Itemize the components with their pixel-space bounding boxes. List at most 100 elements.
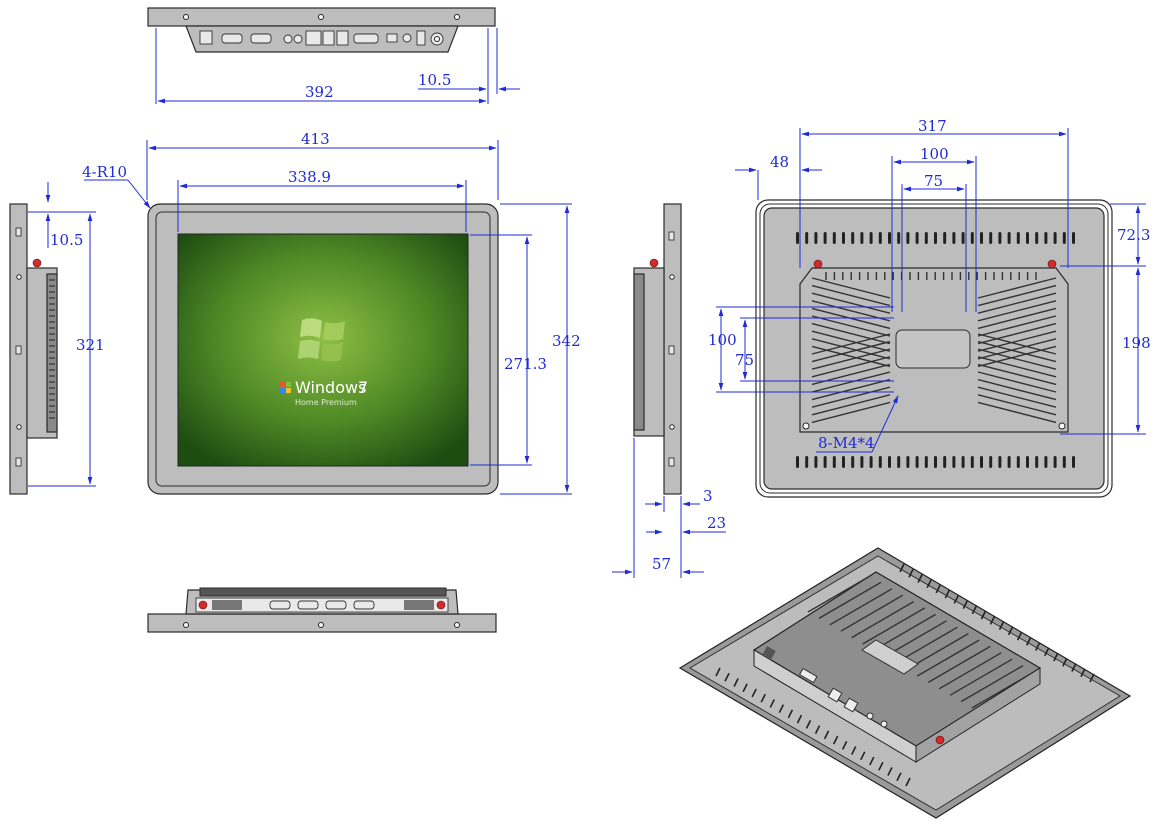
iso-vent-slot — [1007, 626, 1014, 636]
iso-vent-slot — [1089, 673, 1095, 683]
iso-vent-slot — [787, 709, 794, 719]
vent-slot — [842, 456, 845, 468]
vent-slot — [823, 232, 827, 244]
vent-slot — [1026, 232, 1029, 244]
dim-front-screen-height: 271.3 — [504, 355, 547, 373]
heatsink-fin — [811, 292, 891, 314]
iso-vent-slot — [841, 740, 848, 750]
vent-slot — [970, 456, 974, 468]
heatsink-fin — [977, 322, 1057, 345]
iso-vent-slot — [1053, 652, 1059, 662]
dim-top-offset: 10.5 — [418, 71, 451, 89]
iso-fin — [862, 607, 926, 645]
iso-vent-slot — [1071, 663, 1077, 672]
isometric-view — [678, 547, 1132, 819]
dim-back-width: 317 — [918, 117, 947, 135]
vent-slot — [961, 456, 965, 468]
vent-slot — [851, 232, 855, 244]
vent-slot — [878, 232, 882, 244]
vent-slot — [842, 232, 845, 244]
iso-vent-slot — [1044, 647, 1050, 657]
vent-slot — [970, 232, 974, 244]
vent-slot — [1016, 456, 1020, 468]
iso-vent-slot — [760, 693, 766, 703]
bottom-view — [147, 587, 497, 633]
vent-slot — [860, 232, 864, 244]
iso-fin — [927, 645, 991, 684]
iso-vent-slot — [1016, 631, 1023, 641]
dim-front-outer-height: 342 — [552, 332, 581, 350]
right-side-view: 3 23 57 — [612, 203, 726, 578]
vent-slot — [934, 456, 937, 468]
iso-fin — [818, 581, 882, 620]
heatsink-fin — [977, 292, 1057, 314]
vent-slot — [943, 232, 947, 244]
vent-slot — [989, 232, 993, 244]
vent-slot — [878, 456, 882, 468]
iso-vent-slot — [1080, 668, 1086, 678]
heatsink-fin — [977, 307, 1057, 330]
heatsink-fin — [811, 315, 891, 337]
front-view: Windows 7 Home Premium 413 338.9 4-R10 2… — [82, 130, 581, 495]
heatsink-fin — [977, 277, 1057, 299]
iso-vent-slot — [944, 589, 950, 599]
dim-back-bracket-height: 198 — [1122, 334, 1151, 352]
vent-slot — [924, 232, 928, 244]
heatsink-fin — [811, 378, 891, 401]
iso-fin — [829, 588, 893, 626]
heatsink-fin — [811, 371, 891, 393]
heatsink-fin — [977, 315, 1057, 337]
dim-front-screen-width: 338.9 — [288, 168, 331, 186]
iso-vent-slot — [742, 683, 748, 693]
dim-right-depth-front: 3 — [703, 487, 713, 505]
vent-slot — [888, 232, 891, 244]
iso-fin — [938, 652, 1002, 690]
vent-slot — [851, 456, 855, 468]
iso-vent-slot — [908, 568, 914, 578]
vent-slot — [1016, 232, 1020, 244]
dim-right-depth-total: 57 — [652, 555, 671, 573]
vent-slot — [998, 232, 1002, 244]
iso-vent-slot — [980, 610, 987, 620]
iso-vent-slot — [962, 600, 969, 610]
heatsink-fin — [977, 284, 1057, 307]
iso-vent-slot — [724, 672, 730, 682]
vent-slot — [915, 456, 919, 468]
windows-logo-icon — [298, 318, 345, 362]
dim-back-top-offset: 72.3 — [1117, 226, 1150, 244]
heatsink-fin — [977, 348, 1057, 370]
iso-fin — [949, 658, 1013, 696]
heatsink-fin — [977, 340, 1057, 363]
vent-slot — [860, 456, 864, 468]
vent-slot — [823, 456, 827, 468]
iso-vent-slot — [769, 699, 776, 708]
vent-slot — [869, 232, 873, 244]
screen-edition: Home Premium — [295, 398, 357, 407]
iso-vent-slot — [971, 605, 978, 615]
heatsink-fin — [977, 356, 1057, 378]
vent-slot — [1062, 232, 1066, 244]
heatsink-fin — [977, 371, 1057, 393]
vent-slot — [1072, 232, 1075, 244]
heatsink-fin — [977, 338, 1057, 360]
isometric-heatsink-fins — [807, 575, 1035, 709]
iso-vent-slot — [823, 730, 830, 740]
iso-fin — [916, 639, 980, 677]
vent-slot — [906, 232, 910, 244]
vent-slot — [980, 456, 983, 468]
iso-vent-slot — [751, 688, 757, 698]
back-vent-row-top — [796, 232, 1075, 244]
heatsink-fin — [977, 394, 1057, 416]
iso-vent-slot — [814, 725, 821, 734]
heatsink-fin — [811, 330, 891, 352]
vent-slot — [915, 232, 919, 244]
iso-vent-slot — [715, 667, 721, 677]
heatsink-fin — [811, 356, 891, 378]
heatsink-fin — [977, 345, 1057, 368]
iso-vent-slot — [733, 678, 739, 687]
heatsink-fin — [811, 348, 891, 370]
top-view: 392 10.5 — [147, 7, 520, 104]
vent-slot — [869, 456, 873, 468]
dim-back-edge-offset: 48 — [770, 153, 789, 171]
iso-fin — [851, 600, 915, 639]
